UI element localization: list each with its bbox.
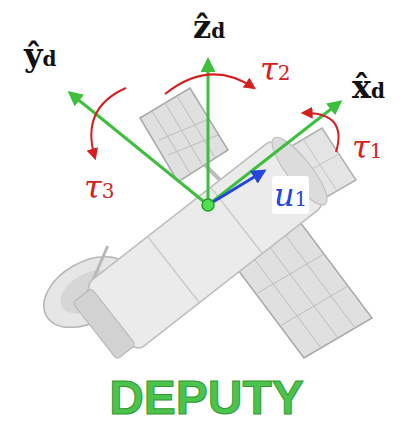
satellite-body — [69, 131, 335, 365]
axis-label: x̂d — [350, 68, 387, 106]
axis-label: ẑd — [191, 8, 227, 46]
torque-arrows — [91, 74, 338, 158]
torque-arc — [303, 113, 339, 152]
axis-label: ŷd — [22, 36, 59, 74]
satellite — [31, 88, 372, 364]
torque-label: τ2 — [258, 50, 292, 88]
z-axis-arrow — [207, 60, 210, 205]
body-rear — [73, 288, 136, 360]
torque-arc — [91, 88, 126, 158]
body-seam — [148, 237, 200, 303]
spacecraft-name: DEPUTY — [2, 370, 405, 425]
panel-face — [140, 88, 228, 182]
origin-dot — [202, 199, 214, 211]
solar-panel — [140, 88, 228, 182]
torque-label: τ3 — [82, 168, 116, 206]
y-axis-arrow — [70, 93, 208, 205]
torque-arc — [165, 74, 254, 94]
thrust-arrow — [208, 171, 264, 205]
torque-label: τ1 — [350, 128, 384, 166]
control-label: u1 — [272, 176, 309, 214]
